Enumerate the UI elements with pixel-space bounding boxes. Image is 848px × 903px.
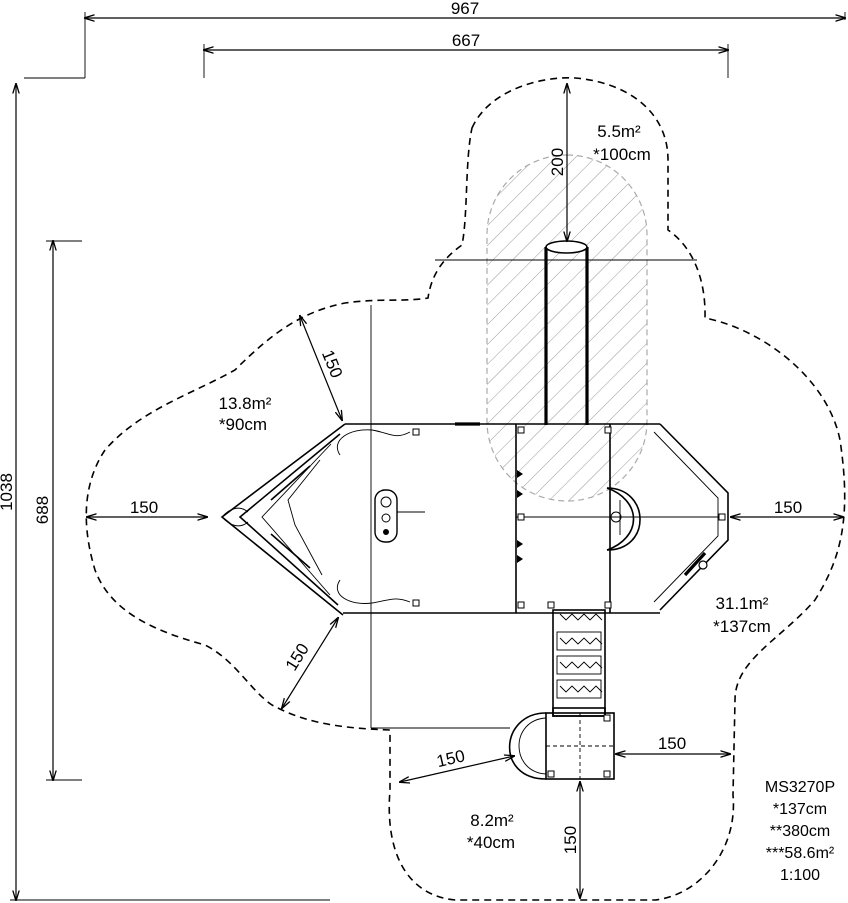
info-max-height: *137cm bbox=[773, 801, 827, 818]
zone-bottom-area: 8.2m² bbox=[470, 811, 514, 830]
info-total-area: ***58.6m² bbox=[766, 845, 835, 862]
zone-right-height: *137cm bbox=[713, 617, 771, 636]
dim-clearance-top-label: 200 bbox=[548, 148, 567, 176]
dim-clearance-bottom-right-label: 150 bbox=[658, 734, 686, 753]
zone-top-height: *100cm bbox=[593, 145, 651, 164]
info-scale: 1:100 bbox=[780, 867, 820, 884]
zone-left-area: 13.8m² bbox=[219, 394, 272, 413]
dim-clearance-upper-left bbox=[300, 316, 342, 420]
dim-clearance-upper-left-label: 150 bbox=[318, 347, 346, 380]
ship-bow bbox=[220, 423, 411, 616]
round-lookout bbox=[604, 487, 652, 551]
dim-total-height bbox=[10, 84, 330, 900]
dim-clearance-left-label: 150 bbox=[130, 498, 158, 517]
bottom-platform bbox=[508, 712, 615, 780]
steering-panel bbox=[374, 489, 425, 543]
dim-clearance-right-label: 150 bbox=[774, 498, 802, 517]
info-perimeter: **380cm bbox=[770, 823, 830, 840]
dim-inner-width bbox=[204, 44, 728, 78]
dim-clearance-bottom-left bbox=[400, 756, 514, 782]
dim-clearance-lower-left bbox=[282, 618, 338, 708]
zone-bottom-height: *40cm bbox=[467, 833, 515, 852]
info-model: MS3270P bbox=[765, 779, 835, 796]
deck bbox=[343, 422, 729, 614]
dim-clearance-lower-left-label: 150 bbox=[282, 640, 313, 674]
zone-top-area: 5.5m² bbox=[597, 122, 641, 141]
dim-total-width bbox=[24, 12, 845, 79]
dim-inner-width-label: 667 bbox=[452, 31, 480, 50]
zone-right-area: 31.1m² bbox=[716, 594, 769, 613]
dim-inner-height bbox=[46, 241, 82, 780]
climbing-net bbox=[552, 609, 606, 717]
dim-clearance-bottom-label: 150 bbox=[561, 826, 580, 854]
zone-left-height: *90cm bbox=[219, 415, 267, 434]
safety-zone-outline bbox=[85, 77, 846, 901]
dim-inner-height-label: 688 bbox=[33, 496, 52, 524]
dim-total-height-label: 1038 bbox=[0, 473, 16, 511]
dim-total-width-label: 967 bbox=[451, 0, 479, 18]
